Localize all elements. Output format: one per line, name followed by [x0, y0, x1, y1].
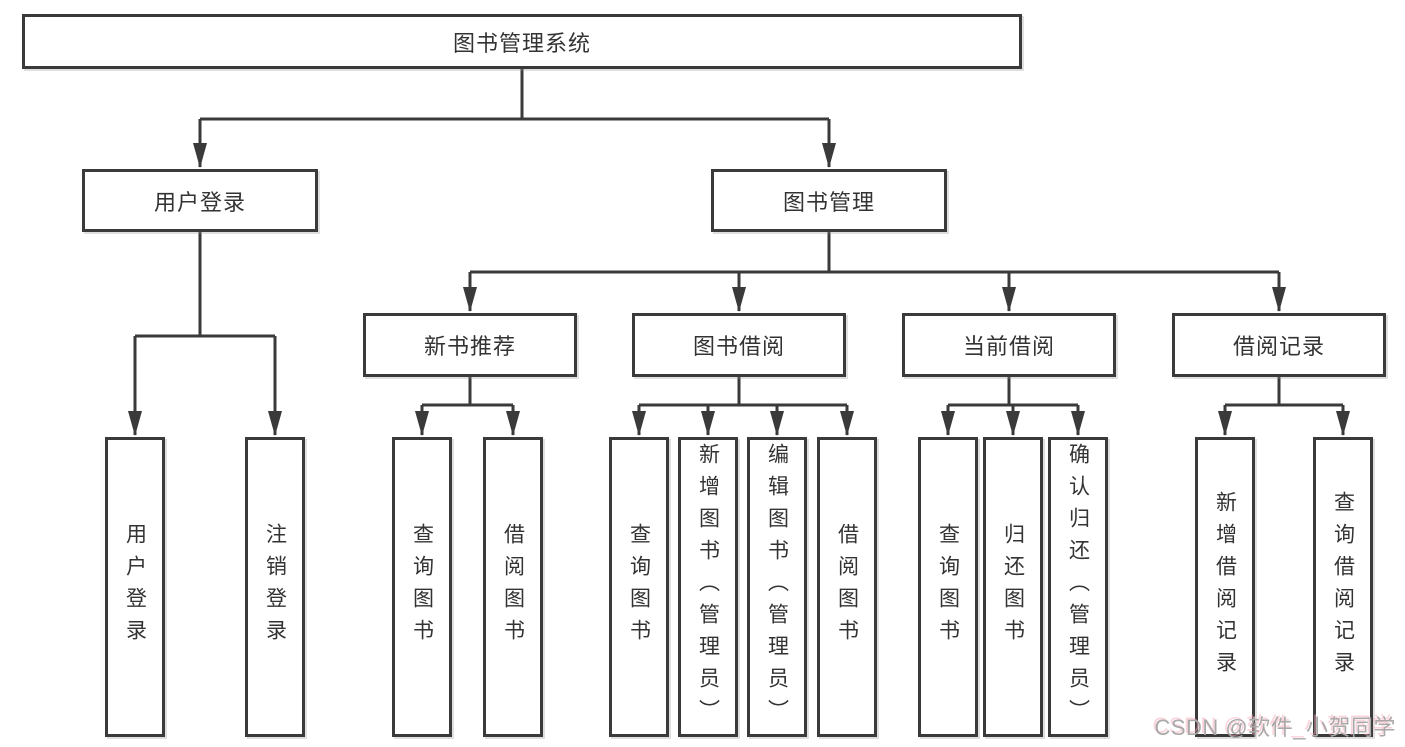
- node-label: 用户登录: [153, 189, 246, 215]
- leaf-user-login: 用户登录: [105, 437, 165, 737]
- leaf-label: 注销登录: [263, 523, 287, 651]
- leaf-label: 用户登录: [123, 523, 147, 651]
- leaf-return-books: 归还图书: [983, 437, 1043, 737]
- leaf-label: 查询图书: [627, 523, 651, 651]
- watermark: CSDN @软件_小贺同学: [1154, 715, 1396, 740]
- leaf-query-borrow-record: 查询借阅记录: [1313, 437, 1373, 737]
- leaf-label: 新增借阅记录: [1213, 491, 1237, 683]
- leaf-label: 查询借阅记录: [1331, 491, 1355, 683]
- leaf-query-books-borrow: 查询图书: [609, 437, 669, 737]
- leaf-label: 查询图书: [410, 523, 434, 651]
- node-user-login: 用户登录: [82, 169, 318, 232]
- leaf-edit-books-admin: 编辑图书（管理员）: [747, 437, 807, 737]
- node-label: 图书借阅: [692, 334, 785, 359]
- node-book-management: 图书管理: [711, 169, 947, 232]
- connector-book-management-to-level3: [463, 232, 1286, 312]
- node-label: 图书管理系统: [452, 30, 591, 56]
- leaf-label: 新增图书（管理员）: [696, 443, 720, 731]
- leaf-add-books-admin: 新增图书（管理员）: [678, 437, 738, 737]
- connector-new-books-to-leaves: [415, 377, 520, 436]
- connector-user-login-to-leaves: [128, 232, 282, 436]
- leaf-label: 编辑图书（管理员）: [765, 443, 789, 731]
- leaf-logout: 注销登录: [245, 437, 305, 737]
- leaf-borrow-books-borrow: 借阅图书: [817, 437, 877, 737]
- node-current-borrowing: 当前借阅: [902, 313, 1116, 377]
- leaf-query-books-newbooks: 查询图书: [392, 437, 452, 737]
- connector-root-to-level2: [193, 69, 836, 168]
- node-library-management-system: 图书管理系统: [22, 14, 1022, 69]
- leaf-label: 查询图书: [936, 523, 960, 651]
- node-label: 图书管理: [782, 189, 875, 215]
- node-label: 新书推荐: [423, 334, 516, 359]
- leaf-borrow-books-newbooks: 借阅图书: [483, 437, 543, 737]
- connector-borrow-records-to-leaves: [1218, 377, 1350, 436]
- node-book-borrowing: 图书借阅: [632, 313, 846, 377]
- node-new-book-recommendation: 新书推荐: [363, 313, 577, 377]
- node-label: 借阅记录: [1232, 334, 1325, 359]
- connector-current-borrow-to-leaves: [941, 377, 1085, 436]
- connector-book-borrow-to-leaves: [632, 377, 854, 436]
- leaf-confirm-return-admin: 确认归还（管理员）: [1048, 437, 1108, 737]
- leaf-label: 借阅图书: [835, 523, 859, 651]
- leaf-label: 确认归还（管理员）: [1066, 443, 1090, 731]
- leaf-label: 归还图书: [1001, 523, 1025, 651]
- node-label: 当前借阅: [962, 334, 1055, 359]
- leaf-query-books-current: 查询图书: [918, 437, 978, 737]
- node-borrowing-records: 借阅记录: [1172, 313, 1386, 377]
- leaf-add-borrow-record: 新增借阅记录: [1195, 437, 1255, 737]
- leaf-label: 借阅图书: [501, 523, 525, 651]
